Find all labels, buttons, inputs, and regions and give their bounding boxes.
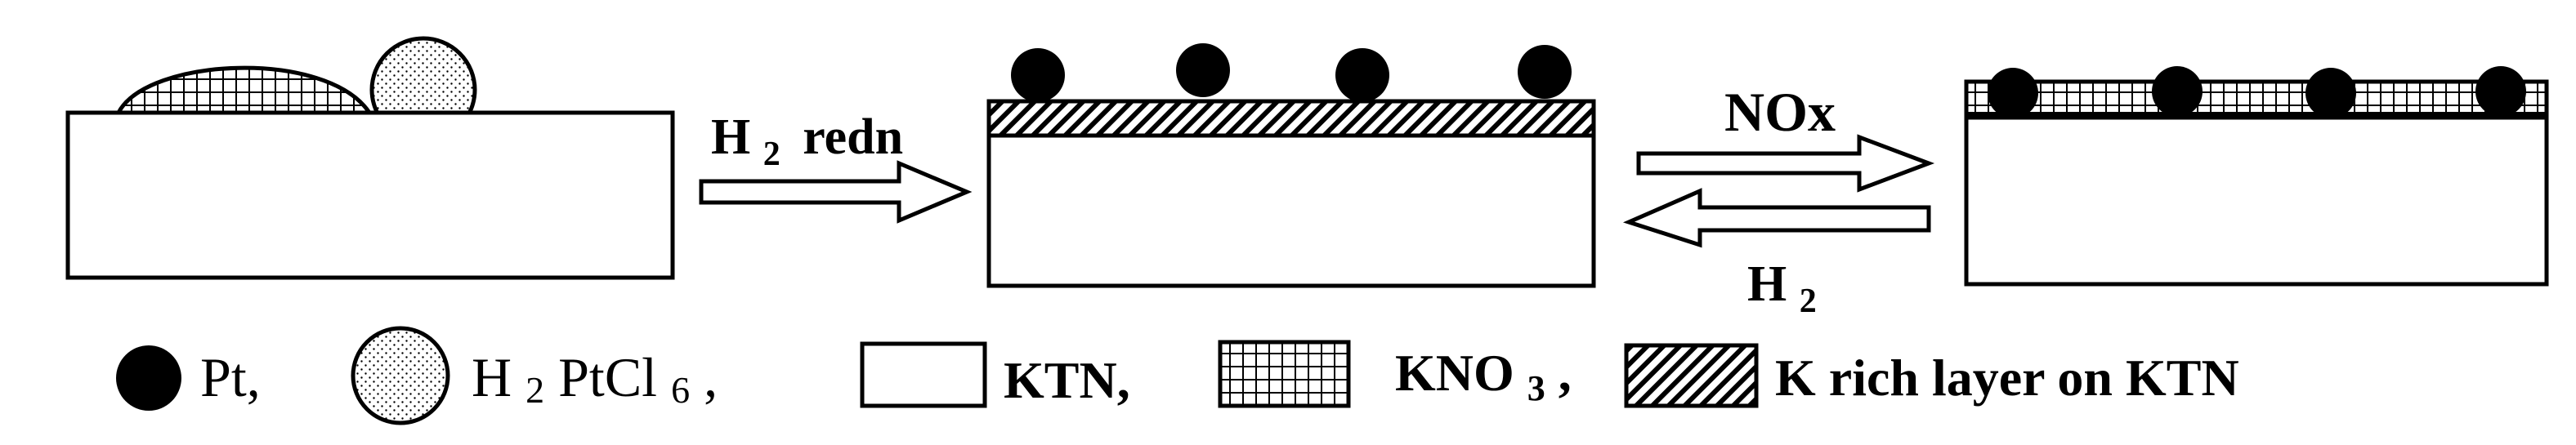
pt-particle [2305, 68, 2356, 118]
legend-h2ptcl6-h: H [472, 346, 512, 408]
forward-label: NOx [1724, 81, 1836, 143]
legend-k-rich-icon [1624, 343, 1759, 408]
legend-kno3-text: KNO [1395, 344, 1514, 402]
reduction-subscript: 2 [763, 136, 780, 173]
legend-kno3-comma: , [1559, 344, 1572, 402]
ktn-substrate-1 [65, 110, 675, 280]
legend-ktn-label: KTN, [1004, 351, 1130, 409]
reduction-arrow-group: H 2 redn [699, 109, 973, 224]
reversible-arrows: NOx H 2 [1622, 81, 1935, 320]
reverse-subscript: 2 [1800, 283, 1817, 320]
pt-particle [2475, 66, 2526, 117]
legend-pt-icon [116, 345, 181, 411]
reduction-label: redn [803, 109, 903, 165]
svg-text:H 2 redn: H 2 redn [711, 109, 903, 176]
legend-kno3-icon [1218, 340, 1351, 408]
legend-ktn-icon [860, 341, 987, 408]
svg-text:H 2 PtCl 6: H 2 PtCl 6 , [472, 346, 718, 415]
panel-reduced [986, 43, 1596, 288]
pt-particle [1518, 45, 1572, 99]
legend-h2ptcl6-sub2: 6 [671, 369, 690, 411]
reverse-arrow [1622, 188, 1931, 248]
reduction-species: H [711, 109, 750, 165]
svg-text:H 2: H 2 [1747, 256, 1817, 320]
reduction-arrow [699, 160, 973, 224]
k-rich-layer [986, 99, 1596, 138]
pt-particle [1988, 68, 2038, 118]
reverse-species: H [1747, 256, 1787, 312]
legend-h2ptcl6-icon [351, 326, 450, 425]
pt-particle [2152, 66, 2203, 117]
kno3-mound [114, 65, 373, 115]
legend: Pt, H 2 PtCl 6 , KTN, KNO 3 , K rich lay… [116, 326, 2239, 425]
legend-h2ptcl6-comma: , [704, 346, 718, 408]
legend-kno3-sub: 3 [1527, 368, 1545, 408]
pt-particle [1176, 43, 1230, 97]
svg-text:KNO 3 ,: KNO 3 , [1395, 344, 1572, 412]
pt-particle [1011, 48, 1065, 102]
forward-arrow [1636, 134, 1935, 193]
legend-pt-label: Pt, [200, 346, 261, 408]
legend-h2ptcl6-ptcl: PtCl [558, 346, 657, 408]
legend-k-rich-label: K rich layer on KTN [1775, 349, 2239, 407]
panel-nitrated [1964, 66, 2549, 287]
kno3-layer [1964, 79, 2549, 120]
panel-initial [65, 36, 675, 280]
pt-particle [1335, 48, 1389, 102]
legend-h2ptcl6-sub1: 2 [525, 369, 544, 411]
